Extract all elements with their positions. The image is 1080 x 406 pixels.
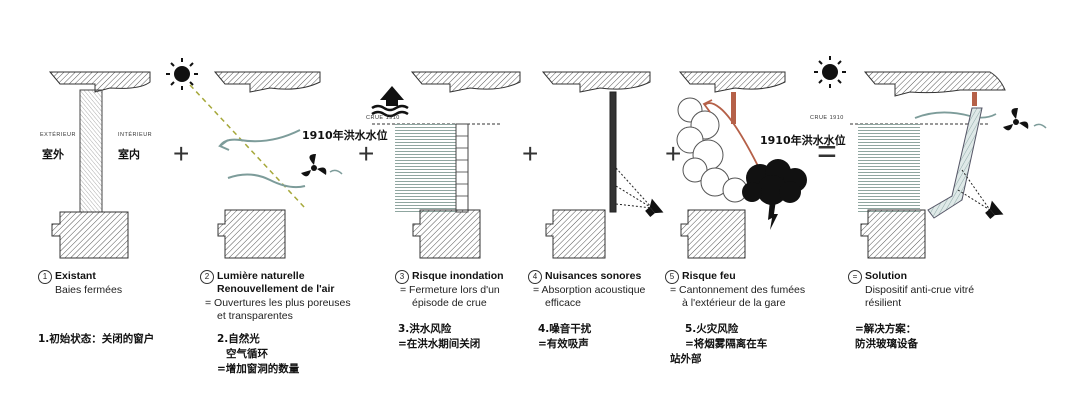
step-title: Existant bbox=[55, 270, 96, 282]
step-title: Risque inondation bbox=[412, 270, 504, 282]
fan-icon bbox=[301, 154, 327, 177]
flood-barrier bbox=[455, 123, 469, 213]
step-title: Renouvellement de l'air bbox=[217, 283, 335, 295]
step-description: Dispositif anti-crue vitré bbox=[865, 284, 975, 296]
flood-level-label: 1910年洪水水位 bbox=[302, 129, 388, 142]
step-description: épisode de crue bbox=[412, 297, 487, 309]
panel-5-section bbox=[676, 71, 807, 259]
smoke-curtain bbox=[972, 92, 977, 106]
ceiling-slab bbox=[678, 71, 786, 93]
flood-water bbox=[858, 124, 920, 212]
fire-smoke-icon bbox=[742, 159, 807, 230]
smoke-path bbox=[704, 102, 761, 171]
wall-column bbox=[79, 89, 103, 213]
step-chinese: 防洪玻璃设备 bbox=[855, 338, 918, 350]
step-description: résilient bbox=[865, 297, 902, 309]
floor-slab bbox=[51, 211, 129, 259]
floor-slab bbox=[680, 209, 746, 259]
floor-slab bbox=[860, 209, 926, 259]
step-description: = Cantonnement des fumées bbox=[670, 284, 806, 296]
air-flow bbox=[219, 129, 301, 147]
air-flow bbox=[914, 111, 997, 119]
plus-operator: + bbox=[173, 138, 190, 169]
step-title: Solution bbox=[865, 270, 907, 282]
step-number: 1 bbox=[38, 270, 52, 284]
ceiling-slab bbox=[410, 71, 521, 93]
panel-3-section bbox=[371, 71, 521, 259]
step-description: efficace bbox=[545, 297, 581, 309]
plus-operator: + bbox=[665, 138, 682, 169]
step-number: 5 bbox=[665, 270, 679, 284]
step-title: Risque feu bbox=[682, 270, 736, 282]
step-chinese: =将烟雾隔离在车 bbox=[685, 338, 768, 350]
step-description: et transparentes bbox=[217, 310, 293, 322]
label-interior: INTÉRIEUR bbox=[118, 132, 153, 138]
panel-4-section bbox=[541, 71, 664, 259]
step-chinese: =增加窗洞的数量 bbox=[217, 363, 300, 375]
sound-cone bbox=[957, 169, 991, 211]
step-chinese: 空气循环 bbox=[226, 348, 268, 360]
flood-icon bbox=[371, 86, 409, 118]
step-number: 4 bbox=[528, 270, 542, 284]
air-flow bbox=[227, 173, 306, 189]
speaker-icon bbox=[645, 198, 664, 217]
label-exterior: EXTÉRIEUR bbox=[40, 132, 76, 138]
plus-operator: + bbox=[522, 138, 539, 169]
label-interior-cn: 室内 bbox=[118, 148, 140, 161]
ceiling-slab bbox=[863, 71, 1006, 97]
sunlight-ray bbox=[189, 84, 306, 209]
ceiling-slab bbox=[48, 71, 151, 93]
plus-operator: + bbox=[358, 138, 375, 169]
floor-slab bbox=[412, 209, 481, 259]
sun-icon bbox=[174, 66, 190, 82]
ceiling-slab bbox=[541, 71, 651, 93]
sound-cone bbox=[615, 167, 653, 209]
glass-barrier bbox=[927, 107, 983, 219]
flood-water bbox=[395, 124, 460, 212]
crue-label: CRUE 1910 bbox=[366, 115, 400, 121]
smoke-cloud bbox=[676, 97, 748, 203]
step-chinese: 2.自然光 bbox=[217, 333, 260, 345]
speaker-icon bbox=[985, 200, 1004, 219]
floor-slab bbox=[217, 209, 286, 259]
panel-6-section bbox=[814, 56, 1047, 259]
step-number: 3 bbox=[395, 270, 409, 284]
step-chinese: 站外部 bbox=[670, 353, 702, 365]
step-chinese: 3.洪水风险 bbox=[398, 323, 452, 335]
step-chinese: =有效吸声 bbox=[538, 338, 589, 350]
fan-icon bbox=[1003, 108, 1029, 131]
flood-level-label: 1910年洪水水位 bbox=[760, 134, 846, 147]
step-title: Lumière naturelle bbox=[217, 270, 305, 282]
step-chinese: =解决方案： bbox=[855, 323, 917, 335]
panel-1-section bbox=[48, 71, 151, 259]
equals-operator: = bbox=[817, 133, 837, 171]
acoustic-panel bbox=[609, 91, 617, 213]
step-chinese: 4.噪音干扰 bbox=[538, 323, 592, 335]
panel-2-section bbox=[166, 58, 343, 259]
step-description: Baies fermées bbox=[55, 284, 123, 296]
step-title: Nuisances sonores bbox=[545, 270, 642, 282]
floor-slab bbox=[545, 209, 606, 259]
step-chinese: =在洪水期间关闭 bbox=[398, 338, 481, 350]
step-description: = Fermeture lors d'un bbox=[400, 284, 500, 296]
step-description: = Absorption acoustique bbox=[533, 284, 646, 296]
step-number: = bbox=[848, 270, 862, 284]
step-chinese: 5.火灾风险 bbox=[685, 323, 739, 335]
step-number: 2 bbox=[200, 270, 214, 284]
crue-label: CRUE 1910 bbox=[810, 115, 844, 121]
step-chinese: 1.初始状态：关闭的窗户 bbox=[38, 333, 155, 345]
sun-icon bbox=[822, 64, 838, 80]
ceiling-slab bbox=[213, 71, 321, 93]
label-exterior-cn: 室外 bbox=[42, 148, 64, 161]
smoke-curtain bbox=[731, 92, 736, 124]
step-description: à l'extérieur de la gare bbox=[682, 297, 786, 309]
step-description: = Ouvertures les plus poreuses bbox=[205, 297, 351, 309]
